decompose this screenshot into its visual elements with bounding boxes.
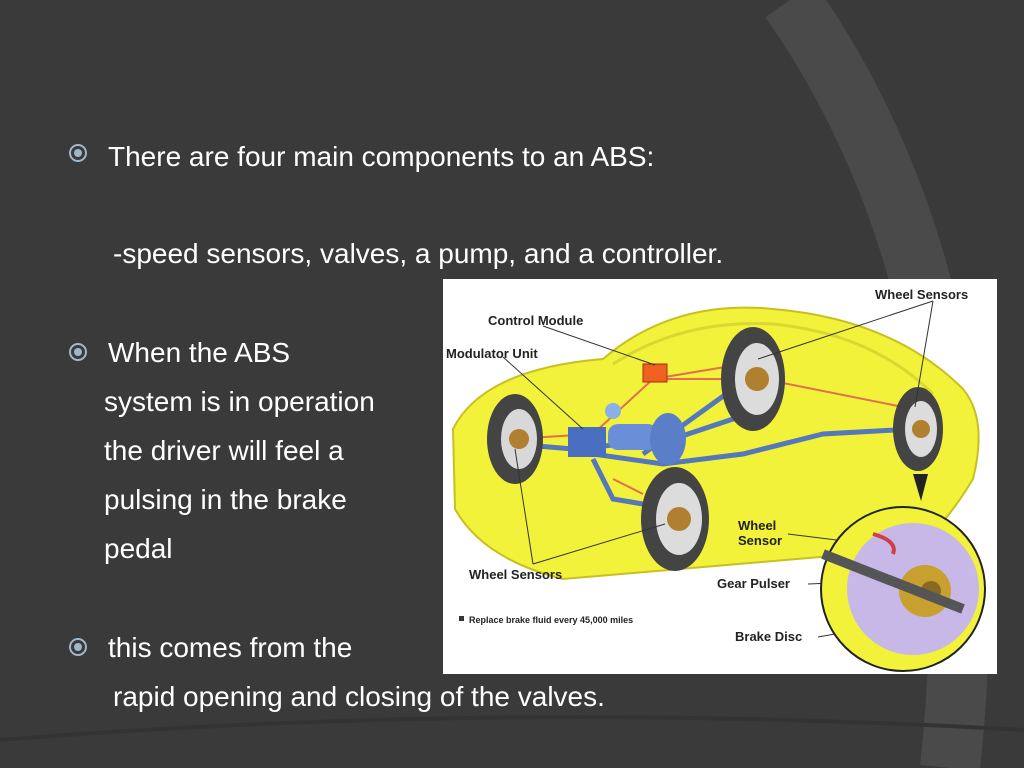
- control-module: [642, 363, 668, 383]
- wheel-front-left: [487, 394, 543, 484]
- label-gear-pulser: Gear Pulser: [717, 576, 790, 591]
- operation-line-3: pulsing in the brake: [104, 484, 347, 515]
- label-modulator-unit: Modulator Unit: [446, 346, 538, 361]
- operation-line-2: the driver will feel a: [104, 435, 344, 466]
- valves-line-text: rapid opening and closing of the valves.: [113, 681, 605, 712]
- bullet-row-components: [66, 141, 90, 165]
- bullet-text-operation: When the ABS: [108, 337, 291, 368]
- operation-line-4: pedal: [104, 533, 173, 564]
- label-wheel-sensors-top: Wheel Sensors: [875, 287, 968, 302]
- label-note: Replace brake fluid every 45,000 miles: [469, 615, 633, 625]
- target-bullet-icon: [69, 343, 87, 361]
- label-wheel-sensors-bottom: Wheel Sensors: [469, 567, 562, 582]
- brake-detail-inset: [820, 474, 986, 672]
- note-bullet-icon: [459, 616, 464, 621]
- abs-diagram-svg: Wheel Sensors Control Module Modulator U…: [446, 287, 986, 672]
- label-wheel-sensor-line1: Wheel: [738, 518, 776, 533]
- wheel-rear-right: [893, 387, 943, 471]
- wheel-rear-top: [721, 327, 785, 431]
- components-list-text: -speed sensors, valves, a pump, and a co…: [113, 238, 724, 269]
- bullet-row-valves: [66, 635, 90, 659]
- target-bullet-icon: [69, 638, 87, 656]
- label-control-module: Control Module: [488, 313, 583, 328]
- target-bullet-icon: [69, 144, 87, 162]
- bullet-text-valves: this comes from the: [108, 632, 353, 663]
- bullet-text-components: There are four main components to an ABS…: [108, 141, 655, 172]
- wheel-front-bottom: [641, 467, 709, 571]
- car-body: [451, 306, 980, 581]
- abs-diagram: Wheel Sensors Control Module Modulator U…: [443, 279, 997, 674]
- modulator-unit: [568, 403, 686, 465]
- label-brake-disc: Brake Disc: [735, 629, 802, 644]
- label-wheel-sensor-line2: Sensor: [738, 533, 782, 548]
- bullet-row-operation: [66, 340, 90, 364]
- operation-line-1: system is in operation: [104, 386, 375, 417]
